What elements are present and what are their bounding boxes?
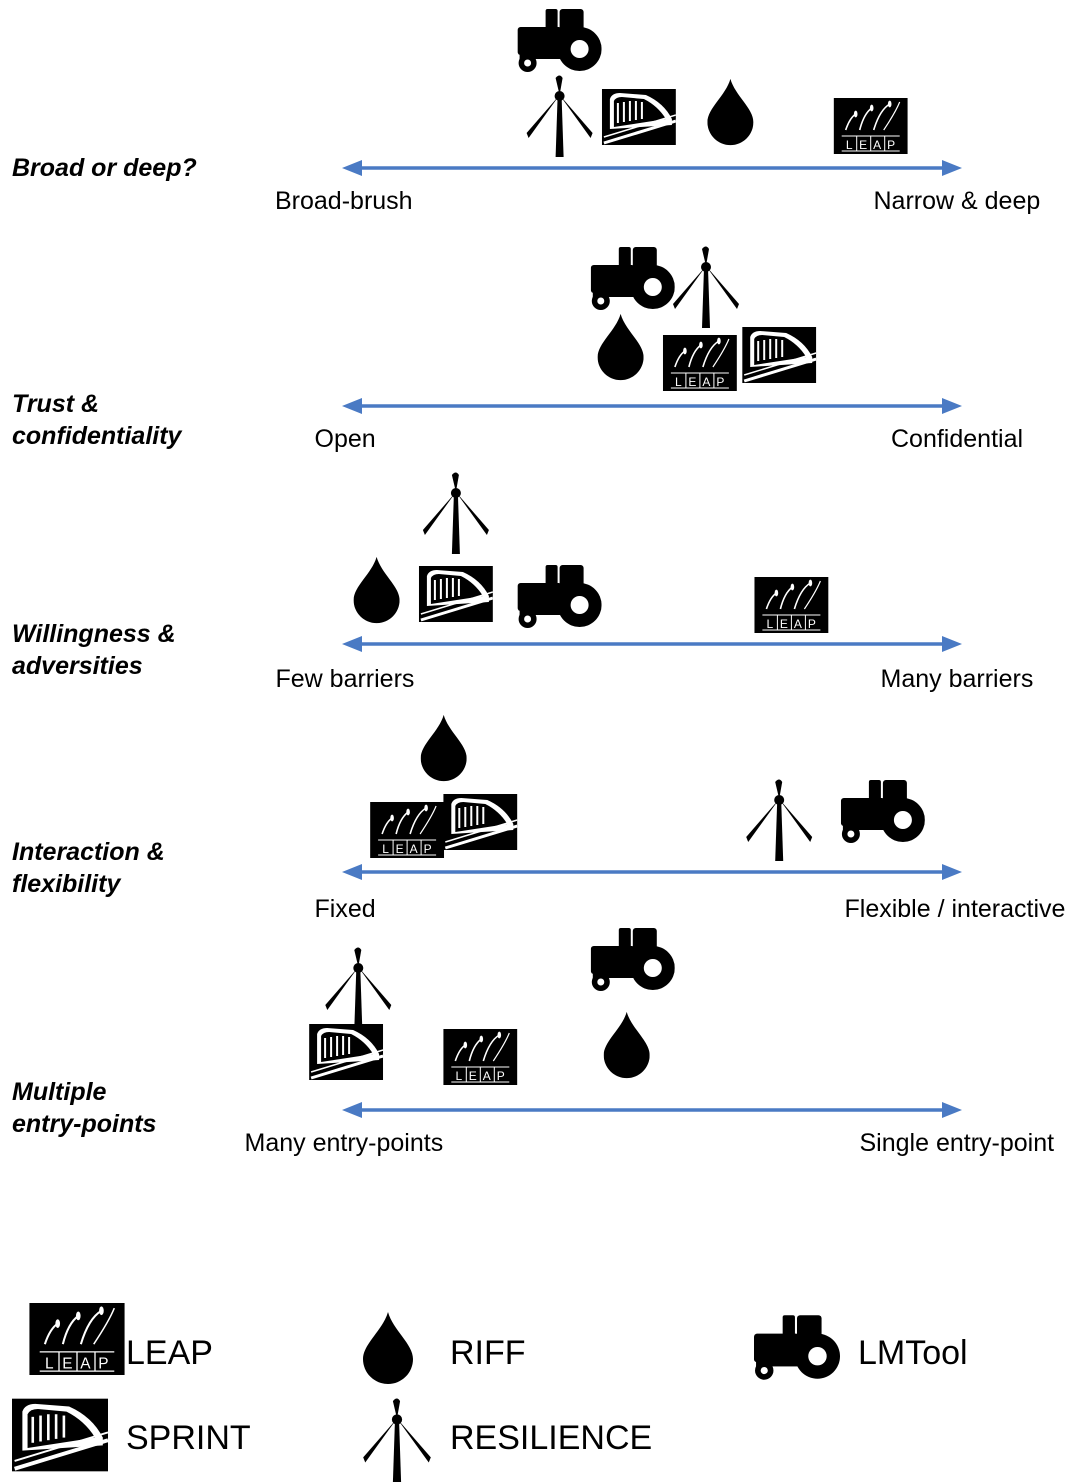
tractor-icon bbox=[517, 565, 602, 628]
legend-water-drop-icon bbox=[363, 1312, 413, 1384]
leap-logo-icon bbox=[754, 577, 829, 633]
dimension-title-line: Broad or deep? bbox=[12, 154, 197, 182]
leap-logo-icon bbox=[443, 1029, 518, 1085]
water-drop-icon bbox=[603, 1011, 650, 1079]
axis-right-label: Flexible / interactive bbox=[844, 895, 1066, 923]
train-icon bbox=[418, 566, 493, 622]
dimension-title-line: adversities bbox=[12, 652, 143, 680]
leap-logo-icon bbox=[833, 98, 908, 154]
legend-label-sprint: SPRINT bbox=[126, 1419, 251, 1457]
axis-right-label: Single entry-point bbox=[859, 1129, 1055, 1157]
dimension-title-line: Willingness & bbox=[12, 620, 176, 648]
axis-arrowhead-left bbox=[342, 1102, 362, 1118]
dimension-title: Interaction & flexibility bbox=[12, 836, 165, 900]
axis-right-label: Many barriers bbox=[880, 665, 1034, 693]
tractor-icon bbox=[517, 9, 602, 72]
train-icon bbox=[601, 89, 676, 145]
axis-arrowhead-left bbox=[342, 398, 362, 414]
legend-tractor-icon bbox=[754, 1315, 840, 1380]
leap-logo-icon bbox=[370, 802, 445, 858]
axis-arrowhead-right bbox=[942, 864, 962, 880]
dimension-title-line: Interaction & bbox=[12, 838, 165, 866]
dimension-title: Broad or deep? bbox=[12, 152, 197, 184]
axis-arrowhead-left bbox=[342, 636, 362, 652]
water-drop-icon bbox=[597, 313, 644, 381]
dimension-title: Trust & confidentiality bbox=[12, 388, 181, 452]
dimension-title-line: confidentiality bbox=[12, 422, 182, 450]
legend-label-leap: LEAP bbox=[126, 1334, 213, 1372]
legend-label-resilience: RESILIENCE bbox=[450, 1419, 653, 1457]
axis-arrowhead-right bbox=[942, 160, 962, 176]
axis-arrowhead-right bbox=[942, 1102, 962, 1118]
train-icon bbox=[443, 794, 518, 850]
legend-label-riff: RIFF bbox=[450, 1334, 526, 1372]
dimension-title-line: Multiple bbox=[12, 1078, 107, 1106]
water-drop-icon bbox=[353, 556, 400, 624]
wind-turbine-icon bbox=[325, 947, 392, 1029]
axis-arrowhead-left bbox=[342, 160, 362, 176]
axis-arrowhead-right bbox=[942, 636, 962, 652]
dimension-title-line: flexibility bbox=[12, 870, 121, 898]
train-icon bbox=[309, 1024, 384, 1080]
legend-label-lmtool: LMTool bbox=[858, 1334, 968, 1372]
axis-left-label: Open bbox=[314, 425, 376, 453]
axis-right-label: Narrow & deep bbox=[873, 187, 1041, 215]
legend-wind-turbine-icon bbox=[363, 1398, 431, 1482]
wind-turbine-icon bbox=[746, 779, 813, 861]
axis-right-label: Confidential bbox=[891, 425, 1024, 453]
dimension-title-line: entry-points bbox=[12, 1110, 157, 1138]
wind-turbine-icon bbox=[673, 246, 739, 328]
axis-arrowhead-left bbox=[342, 864, 362, 880]
dimension-title-line: Trust & bbox=[12, 390, 100, 418]
tractor-icon bbox=[840, 780, 925, 843]
wind-turbine-icon bbox=[422, 472, 489, 554]
axis-left-label: Broad-brush bbox=[275, 187, 413, 215]
wind-turbine-icon bbox=[526, 75, 593, 157]
train-icon bbox=[742, 327, 817, 383]
water-drop-icon bbox=[707, 78, 754, 146]
water-drop-icon bbox=[420, 714, 467, 782]
axis-left-label: Fixed bbox=[314, 895, 376, 923]
tractor-icon bbox=[590, 247, 675, 310]
tractor-icon bbox=[590, 928, 675, 991]
axis-left-label: Few barriers bbox=[275, 665, 415, 693]
legend-leap-logo-icon bbox=[29, 1303, 125, 1375]
leap-logo-icon bbox=[662, 335, 737, 391]
dimension-title: Willingness & adversities bbox=[12, 618, 176, 682]
legend-train-icon bbox=[12, 1399, 108, 1472]
axis-left-label: Many entry-points bbox=[244, 1129, 444, 1157]
axis-arrowhead-right bbox=[942, 398, 962, 414]
dimension-title: Multiple entry-points bbox=[12, 1076, 156, 1140]
